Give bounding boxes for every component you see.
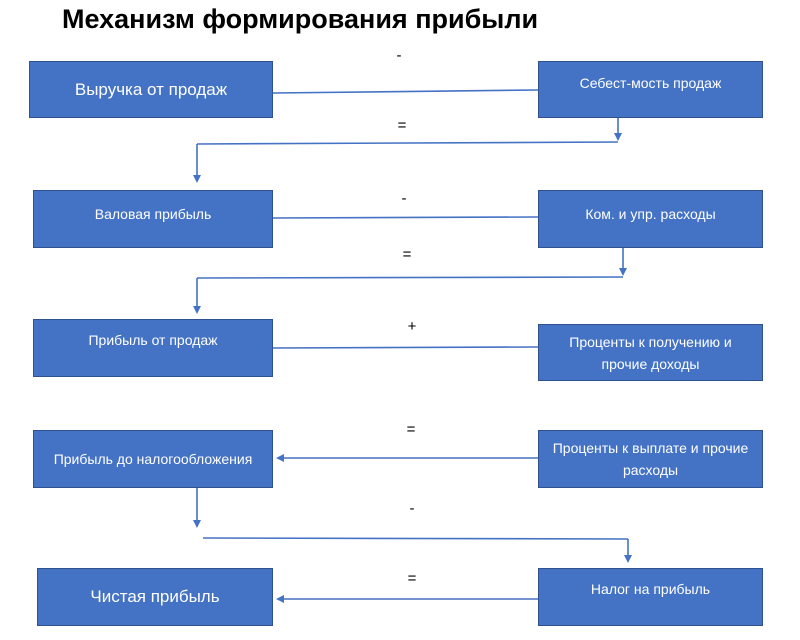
link-to-gross	[196, 141, 619, 145]
interest-receivable-other-income-box: Проценты к получению и прочие доходы	[538, 324, 763, 381]
operator-equals-4: =	[407, 570, 417, 587]
diagram-title: Механизм формирования прибыли	[62, 4, 539, 34]
operator-equals-2: =	[402, 246, 412, 263]
cost-of-sales-box: Себест-мость продаж	[538, 61, 763, 118]
net-profit-box: Чистая прибыль	[37, 568, 273, 626]
link-sales-income	[272, 346, 539, 349]
commercial-admin-expenses-box: Ком. и упр. расходы	[538, 190, 763, 248]
gross-profit-box: Валовая прибыль	[33, 190, 273, 248]
operator-equals-1: =	[397, 117, 407, 134]
link-revenue-cost	[272, 89, 539, 94]
operator-minus-3: -	[409, 500, 415, 517]
link-gross-commercial	[272, 216, 539, 219]
revenue-box: Выручка от продаж	[29, 61, 273, 118]
profit-before-tax-box: Прибыль до налогообложения	[33, 430, 273, 488]
operator-minus-2: -	[401, 190, 407, 207]
income-tax-box: Налог на прибыль	[538, 568, 763, 626]
interest-payable-other-expenses-box: Проценты к выплате и прочие расходы	[538, 430, 763, 488]
operator-plus: +	[407, 318, 417, 335]
operator-minus-1: -	[396, 47, 402, 64]
link-to-sales	[196, 276, 624, 279]
link-to-tax	[202, 537, 629, 540]
sales-profit-box: Прибыль от продаж	[33, 319, 273, 377]
operator-equals-3: =	[406, 421, 416, 438]
